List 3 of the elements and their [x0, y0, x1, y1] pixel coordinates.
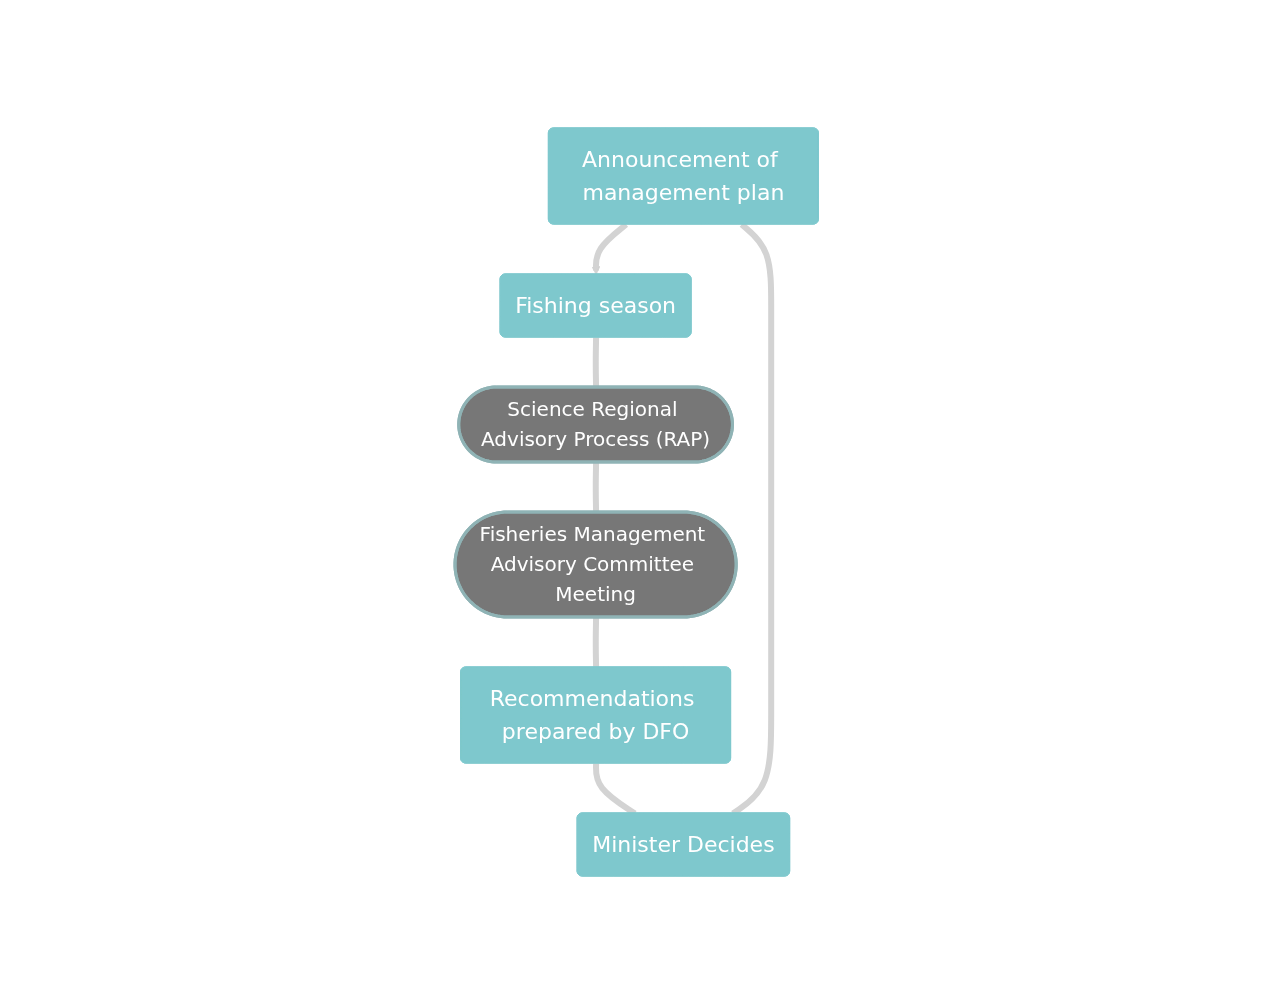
connector: [593, 337, 600, 388]
connector: [593, 617, 600, 668]
connector: [593, 462, 600, 513]
